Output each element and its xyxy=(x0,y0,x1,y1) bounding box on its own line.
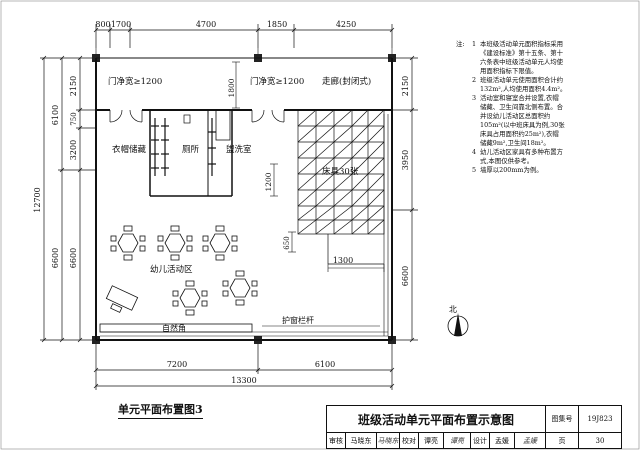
dim-top-1: 800 xyxy=(95,20,110,29)
north-arrow: 北 xyxy=(447,305,469,337)
note-number: 4 xyxy=(472,148,477,156)
east-window xyxy=(383,114,389,336)
note-number: 2 xyxy=(472,76,477,84)
dim-top-5: 4250 xyxy=(336,20,356,29)
note-line: 并设幼儿活动区总面积约 xyxy=(480,112,551,120)
north-label: 北 xyxy=(449,305,457,314)
dim-650: 650 xyxy=(283,236,291,249)
label-toilet: 厕所 xyxy=(182,144,200,155)
dim-1200: 1200 xyxy=(264,172,273,191)
walls xyxy=(95,57,393,341)
dim-bottom-1: 7200 xyxy=(167,360,187,369)
review-signature: 马晓东 xyxy=(376,432,400,449)
notes-prefix: 注: xyxy=(456,40,465,48)
atlas-label: 图集号 xyxy=(545,405,579,433)
note-line: 本班级活动单元面积指标采用 xyxy=(480,40,564,48)
dim-top-3: 4700 xyxy=(196,20,216,29)
plan-caption: 单元平面布置图3 xyxy=(118,401,203,419)
check-signature: 谭亮 xyxy=(443,432,471,449)
note-item: 2 班级活动单元使用面积合计约 132m²,人均使用面积4.4m²。 xyxy=(456,76,634,94)
dim-left-inner-3: 3200 xyxy=(69,140,78,160)
note-line: 活动室和寝室合并设置,衣帽 xyxy=(480,94,559,102)
label-activity: 幼儿活动区 xyxy=(150,264,193,275)
label-railing: 护窗栏杆 xyxy=(282,315,314,325)
dim-right-2: 3950 xyxy=(401,150,410,170)
note-line: 式,本图仅供参考。 xyxy=(480,157,534,165)
activity-furniture xyxy=(105,225,258,316)
review-name: 马晓东 xyxy=(345,432,377,449)
label-beds: 床具30张 xyxy=(322,166,359,177)
left-dimension xyxy=(40,55,96,343)
note-item: 3 活动室和寝室合并设置,衣帽 储藏、卫生间靠北侧布置。合 并设幼儿活动区总面积… xyxy=(456,94,634,148)
note-line: 用面积指标下限值。 xyxy=(480,67,538,75)
door-swings xyxy=(109,109,285,123)
label-door-1: 门净宽≥1200 xyxy=(108,76,162,87)
note-line: 床具占用面积约25m²),衣帽 xyxy=(480,130,559,138)
page-label: 页 xyxy=(545,432,579,449)
note-number: 1 xyxy=(472,40,477,48)
notes: 注: 1 本班级活动单元面积指标采用 《建设标准》第十五条、第十 六条表中班级活… xyxy=(456,40,634,175)
dim-left-lower: 6600 xyxy=(51,248,60,268)
dim-right-3: 6600 xyxy=(401,266,410,286)
note-line: 班级活动单元使用面积合计约 xyxy=(480,76,564,84)
design-label: 设计 xyxy=(470,432,490,449)
dim-left-inner-1: 2150 xyxy=(69,76,78,96)
title-block: 班级活动单元平面布置示意图 图集号 19J823 审核 马晓东 马晓东 校对 谭… xyxy=(326,405,622,449)
dim-left-inner-4: 6600 xyxy=(69,248,78,268)
note-line: 储藏9m²,卫生间18m²。 xyxy=(480,139,550,147)
note-line: 幼儿活动区家具有多种布置方 xyxy=(480,148,564,156)
top-dimension xyxy=(93,24,395,48)
bottom-dimension xyxy=(93,344,395,390)
note-line: 墙厚以200mm为例。 xyxy=(480,166,543,174)
label-washroom: 盥洗室 xyxy=(226,144,252,155)
label-storage: 衣帽储藏 xyxy=(112,144,147,155)
label-shelf: 自然角 xyxy=(162,323,186,333)
check-label: 校对 xyxy=(399,432,419,449)
dim-top-4: 1850 xyxy=(267,20,287,29)
note-line: 六条表中班级活动单元人均使 xyxy=(480,58,564,66)
note-line: 储藏、卫生间靠北侧布置。合 xyxy=(480,103,564,111)
note-number: 5 xyxy=(472,166,477,174)
wardrobe-hangers xyxy=(151,114,191,176)
note-item: 注: 1 本班级活动单元面积指标采用 《建设标准》第十五条、第十 六条表中班级活… xyxy=(456,40,634,76)
dim-1800: 1800 xyxy=(227,78,236,97)
atlas-value: 19J823 xyxy=(578,405,622,433)
axis-bubbles xyxy=(95,48,393,54)
note-line: 105m²(以中班床具为例,30张 xyxy=(480,121,565,129)
note-line: 132m²,人均使用面积4.4m²。 xyxy=(480,85,567,93)
dim-bottom-2: 6100 xyxy=(315,360,335,369)
right-dimension xyxy=(392,55,418,343)
note-item: 4 幼儿活动区家具有多种布置方 式,本图仅供参考。 xyxy=(456,148,634,166)
note-line: 《建设标准》第十五条、第十 xyxy=(480,49,564,57)
toilet-fixtures xyxy=(208,118,216,176)
dim-bottom-total: 13300 xyxy=(231,376,256,385)
bed-area xyxy=(297,109,385,265)
check-name: 谭亮 xyxy=(418,432,444,449)
nature-corner-shelf xyxy=(99,323,253,333)
label-corridor: 走廊(封闭式) xyxy=(322,76,371,87)
dim-left-upper: 6100 xyxy=(51,105,60,125)
label-door-2: 门净宽≥1200 xyxy=(250,76,304,87)
dim-top-2: 1700 xyxy=(111,20,131,29)
drawing-title: 班级活动单元平面布置示意图 xyxy=(326,405,546,433)
dim-left-total: 12700 xyxy=(33,187,42,212)
dim-1300: 1300 xyxy=(333,256,353,265)
dim-left-inner-2: 750 xyxy=(70,112,78,125)
south-window xyxy=(100,331,388,337)
interior-dimensions xyxy=(232,61,385,272)
review-label: 审核 xyxy=(326,432,346,449)
note-item: 5 墙厚以200mm为例。 xyxy=(456,166,634,175)
design-name: 孟媛 xyxy=(489,432,515,449)
dim-right-1: 2150 xyxy=(401,76,410,96)
page-value: 30 xyxy=(578,432,622,449)
design-signature: 孟媛 xyxy=(514,432,546,449)
note-number: 3 xyxy=(472,94,477,102)
